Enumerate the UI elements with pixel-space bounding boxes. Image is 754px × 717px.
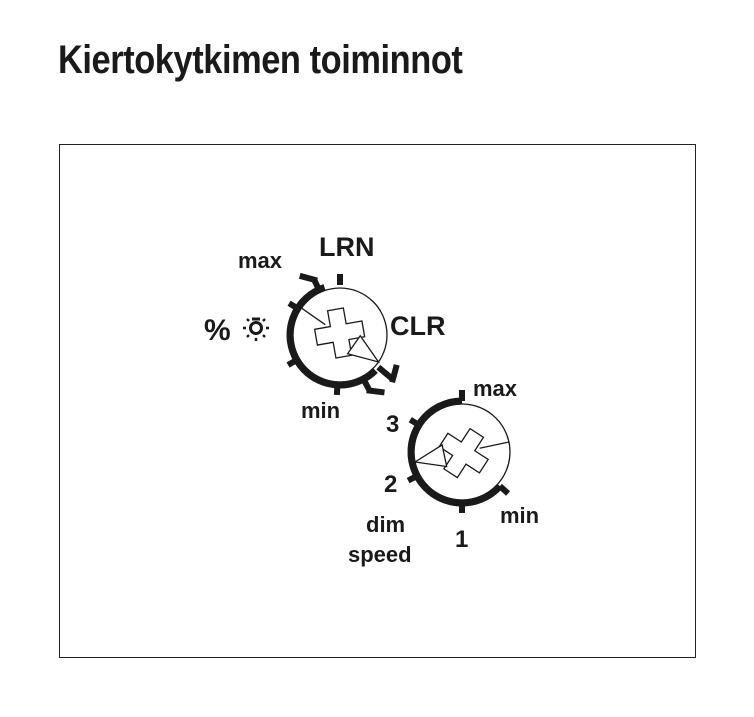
knob-pointer (413, 427, 510, 479)
dial2-label-max: max (473, 376, 518, 401)
dial1-label-min: min (301, 398, 340, 423)
knob-line (479, 441, 510, 449)
knob-line (301, 307, 326, 326)
dial-tick-hook (298, 272, 318, 284)
dial1-label-clr: CLR (390, 311, 446, 341)
dial1-label-lrn: LRN (319, 232, 375, 262)
dial2-label-speed: speed (348, 542, 412, 567)
dial2-label-1: 1 (455, 526, 468, 553)
dial2-label-min: min (500, 503, 539, 528)
dial-tick-hook (389, 364, 400, 384)
knob-cross (438, 427, 490, 479)
dial-tick (286, 357, 299, 368)
rotary-dial-speed (406, 390, 511, 513)
percent-icon: % (204, 314, 231, 347)
knob-arrow (413, 443, 448, 468)
page-title: Kiertokytkimen toiminnot (58, 38, 463, 82)
lamp-icon (243, 317, 269, 341)
dial2-label-dim: dim (366, 512, 405, 537)
diagram-frame (59, 144, 696, 658)
dial-tick (287, 300, 300, 312)
dial-tick-hook (366, 387, 385, 396)
dial-tick (406, 473, 419, 484)
dial-tick (408, 417, 421, 428)
knob-arrow (346, 334, 381, 364)
dial1-label-max: max (238, 248, 283, 273)
dial2-label-3: 3 (386, 411, 399, 438)
dial2-label-2: 2 (384, 471, 397, 498)
dial-scale-arc (407, 397, 503, 507)
rotary-dial-function (286, 272, 400, 396)
dial-tick (333, 384, 341, 396)
knob-cross (313, 307, 366, 359)
dial-scale-arc (286, 284, 378, 389)
dial-tick (497, 483, 511, 496)
knob-pointer (301, 307, 381, 364)
